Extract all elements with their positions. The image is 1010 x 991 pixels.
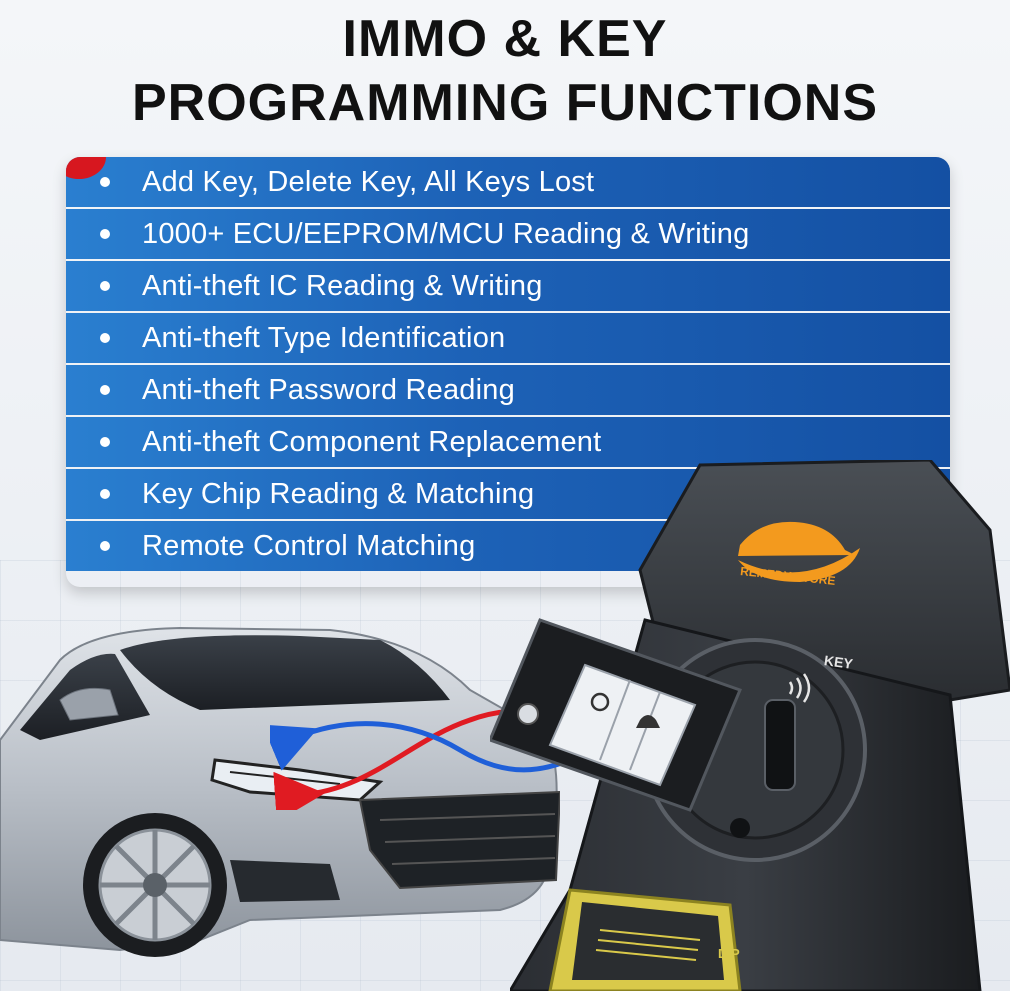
feature-text: Add Key, Delete Key, All Keys Lost (142, 165, 595, 198)
bullet-dot-icon (100, 281, 110, 291)
feature-text: 1000+ ECU/EEPROM/MCU Reading & Writing (142, 217, 750, 250)
feature-text: Anti-theft IC Reading & Writing (142, 269, 543, 302)
features-panel: Add Key, Delete Key, All Keys Lost 1000+… (66, 157, 950, 587)
feature-text: Anti-theft Type Identification (142, 321, 506, 354)
key-fob (490, 618, 742, 812)
title-line-1: IMMO & KEY (342, 10, 668, 68)
feature-item: Anti-theft Password Reading (66, 365, 950, 415)
feature-text: Remote Control Matching (142, 529, 476, 562)
wireless-signal-icon (788, 673, 811, 703)
dip-label: DIP (718, 946, 740, 961)
feature-item: Anti-theft IC Reading & Writing (66, 261, 950, 311)
red-corner-accent (66, 157, 106, 179)
feature-item: 1000+ ECU/EEPROM/MCU Reading & Writing (66, 209, 950, 259)
page-title: IMMO & KEY PROGRAMMING FUNCTIONS (0, 8, 1010, 136)
title-line-2: PROGRAMMING FUNCTIONS (131, 74, 879, 132)
bullet-dot-icon (100, 229, 110, 239)
bullet-dot-icon (100, 541, 110, 551)
bullet-dot-icon (100, 385, 110, 395)
feature-item: Anti-theft Component Replacement (66, 417, 950, 467)
feature-text: Key Chip Reading & Matching (142, 477, 535, 510)
bullet-dot-icon (100, 333, 110, 343)
feature-text: Anti-theft Password Reading (142, 373, 515, 406)
feature-item: Add Key, Delete Key, All Keys Lost (66, 157, 950, 207)
bullet-dot-icon (100, 489, 110, 499)
bullet-dot-icon (100, 177, 110, 187)
feature-item: Anti-theft Type Identification (66, 313, 950, 363)
feature-text: Anti-theft Component Replacement (142, 425, 602, 458)
bullet-dot-icon (100, 437, 110, 447)
